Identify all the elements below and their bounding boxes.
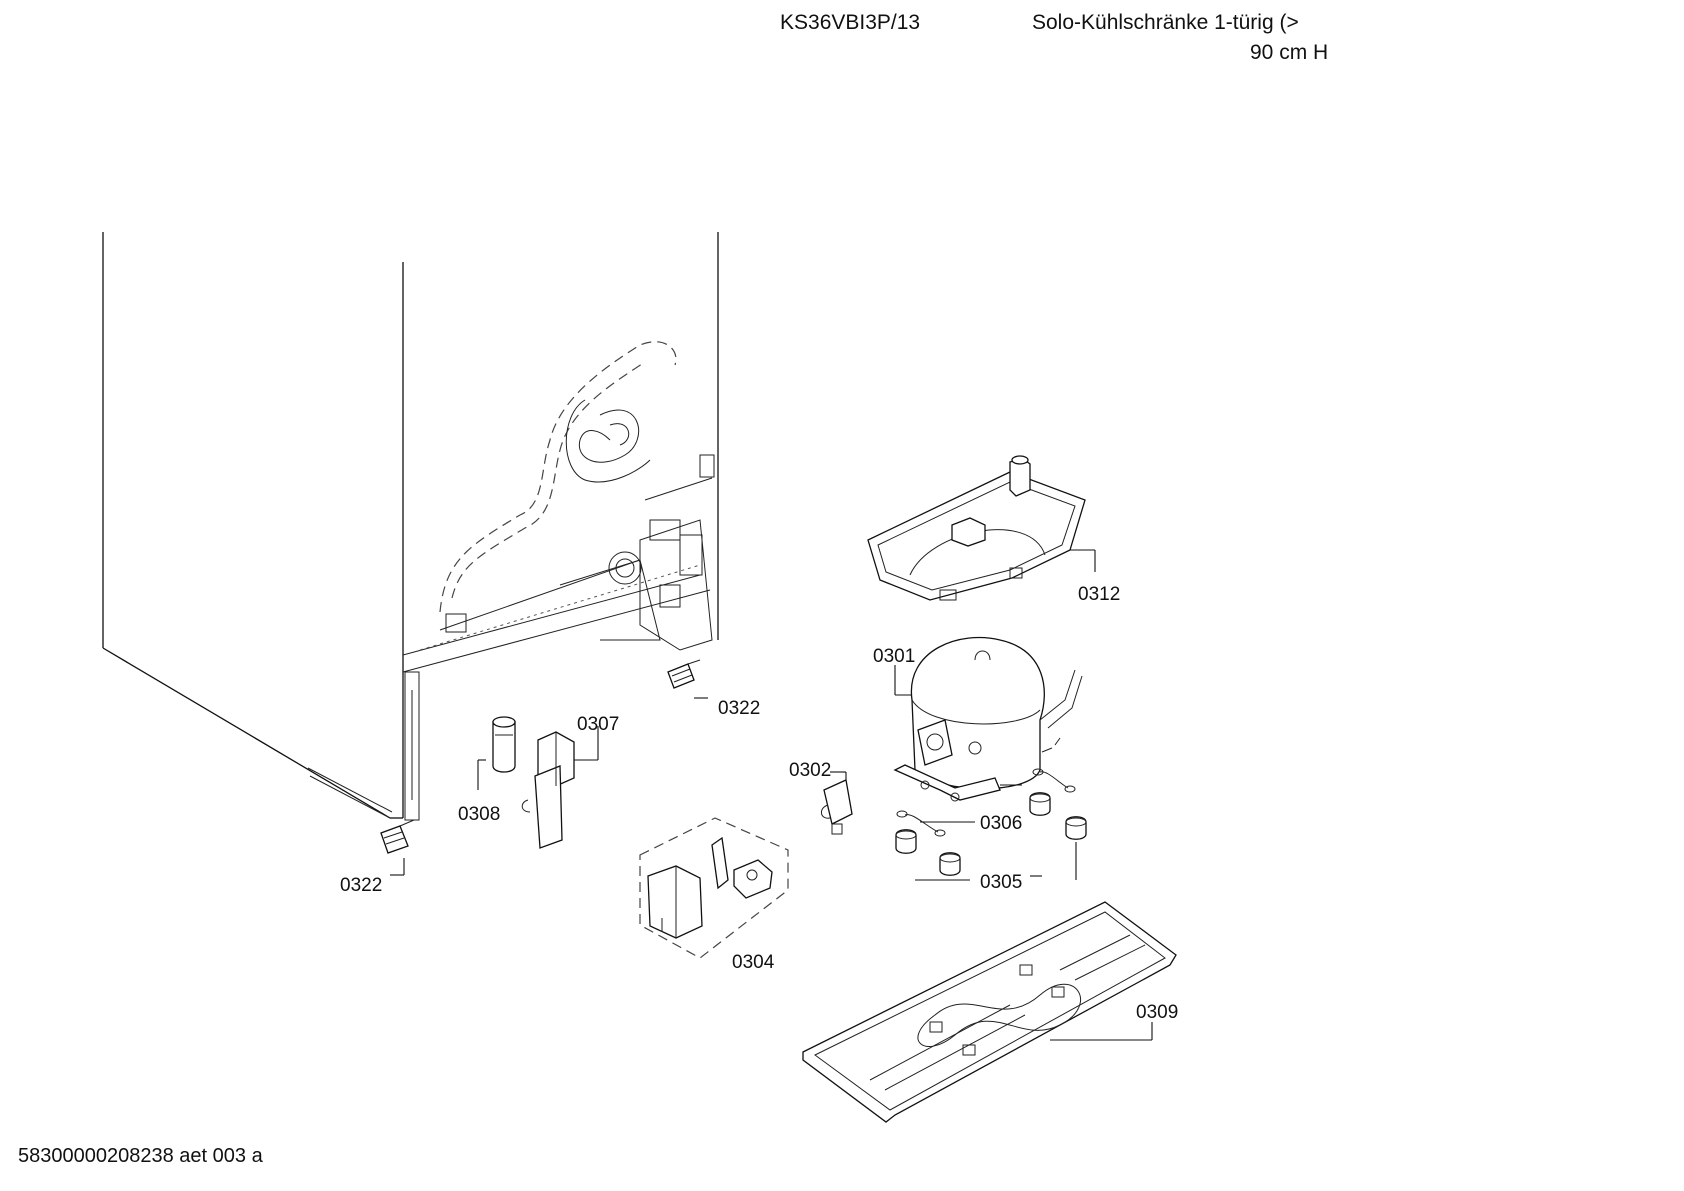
overload-protector-drawing <box>821 771 853 835</box>
document-id: 58300000208238 aet 003 a <box>18 1145 263 1167</box>
label-0307: 0307 <box>577 714 619 735</box>
cabinet-drawing <box>102 232 719 821</box>
drip-tray-drawing <box>867 455 1096 601</box>
label-0322-lower: 0322 <box>340 875 382 896</box>
category-line-1: Solo-Kühlschränke 1-türig (> <box>1032 11 1299 34</box>
label-0312: 0312 <box>1078 584 1120 605</box>
clips-drawing <box>896 768 1076 837</box>
label-0308: 0308 <box>458 804 500 825</box>
label-0302: 0302 <box>789 760 831 781</box>
grommets-drawing <box>895 792 1087 881</box>
category-line-2: 90 cm H <box>1250 41 1329 64</box>
label-0322-upper: 0322 <box>718 698 760 719</box>
label-0306: 0306 <box>980 813 1022 834</box>
electrical-kit-drawing <box>639 817 789 959</box>
foot-lower <box>380 819 415 876</box>
label-0301: 0301 <box>873 646 915 667</box>
compressor-drawing <box>893 636 1083 802</box>
relay-drawing <box>521 726 599 849</box>
model-number: KS36VBI3P/13 <box>780 11 921 34</box>
capacitor-drawing <box>477 716 516 790</box>
foot-upper <box>667 659 708 699</box>
label-0304: 0304 <box>732 952 775 973</box>
label-0309: 0309 <box>1136 1002 1178 1023</box>
label-0305: 0305 <box>980 872 1022 893</box>
base-plate-drawing <box>802 901 1177 1123</box>
